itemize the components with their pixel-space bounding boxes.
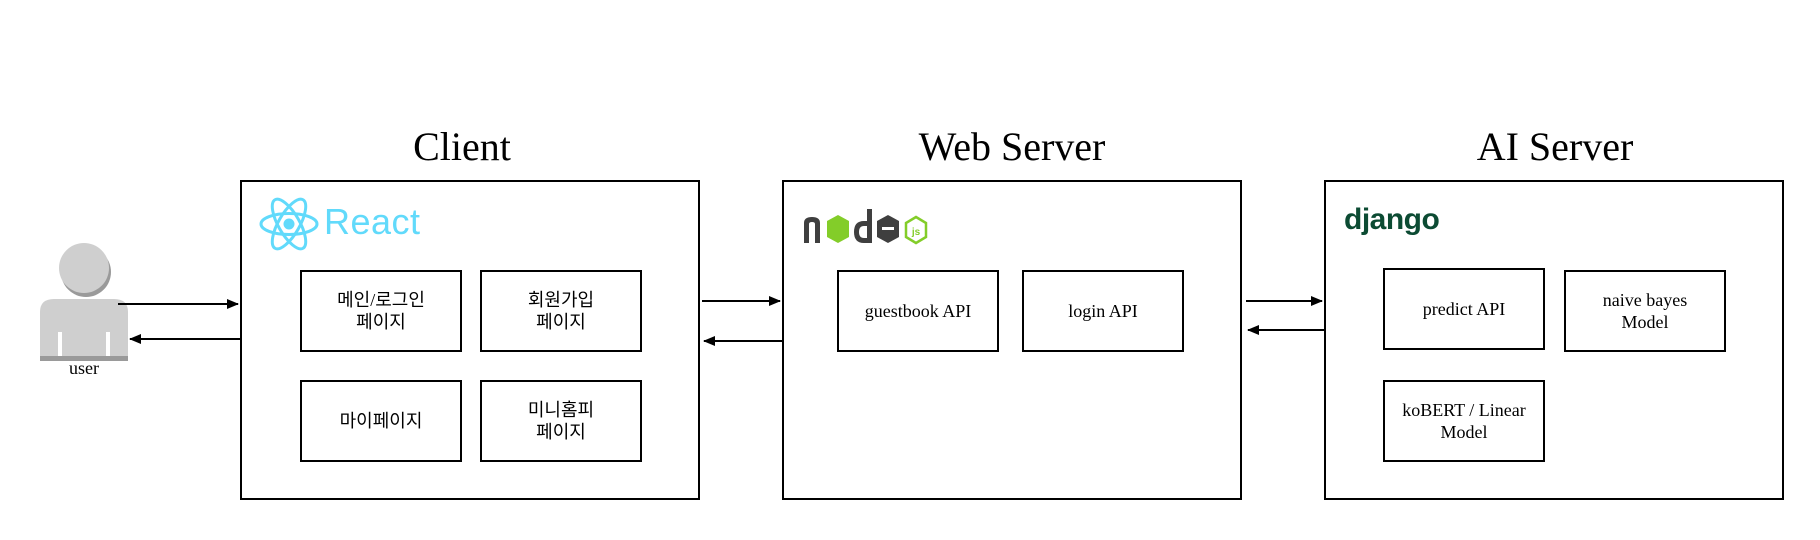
module-label-line1: 회원가입 bbox=[527, 290, 595, 310]
module-label-line2: 페이지 bbox=[536, 422, 586, 442]
module-label-line2: Model bbox=[1621, 312, 1669, 332]
client-module-mypage: 마이페이지 bbox=[300, 380, 462, 462]
module-label-line1: predict API bbox=[1422, 299, 1506, 319]
react-logo-text: React bbox=[324, 201, 421, 242]
module-label-line1: naive bayes bbox=[1602, 290, 1688, 310]
module-label-line2: 페이지 bbox=[356, 312, 406, 332]
user-icon bbox=[40, 243, 128, 361]
ai-module-predict-api: predict API bbox=[1383, 268, 1545, 350]
client-module-main-login: 메인/로그인 페이지 bbox=[300, 270, 462, 352]
nodejs-logo-icon: js bbox=[804, 209, 928, 245]
client-title: Client bbox=[413, 124, 511, 169]
module-label-line2: Model bbox=[1440, 422, 1488, 442]
django-logo-icon: django bbox=[1344, 203, 1440, 236]
react-atom-icon bbox=[259, 197, 319, 251]
user-label: user bbox=[69, 358, 99, 378]
module-label-line1: 마이페이지 bbox=[339, 411, 423, 431]
ai-module-kobert-linear: koBERT / Linear Model bbox=[1383, 380, 1545, 462]
client-module-signup: 회원가입 페이지 bbox=[480, 270, 642, 352]
web-server-title: Web Server bbox=[918, 124, 1106, 169]
web-module-login-api: login API bbox=[1022, 270, 1184, 352]
module-label-line1: login API bbox=[1068, 301, 1138, 321]
ai-server-title: AI Server bbox=[1476, 124, 1634, 169]
web-module-guestbook-api: guestbook API bbox=[837, 270, 999, 352]
js-badge-text: js bbox=[911, 227, 921, 238]
ai-module-naive-bayes: naive bayes Model bbox=[1564, 270, 1726, 352]
module-label-line1: 미니홈피 bbox=[527, 400, 595, 420]
module-label-line2: 페이지 bbox=[536, 312, 586, 332]
module-label-line1: guestbook API bbox=[864, 301, 972, 321]
module-label-line1: 메인/로그인 bbox=[337, 290, 425, 310]
client-module-minihompy: 미니홈피 페이지 bbox=[480, 380, 642, 462]
module-label-line1: koBERT / Linear bbox=[1402, 400, 1526, 420]
